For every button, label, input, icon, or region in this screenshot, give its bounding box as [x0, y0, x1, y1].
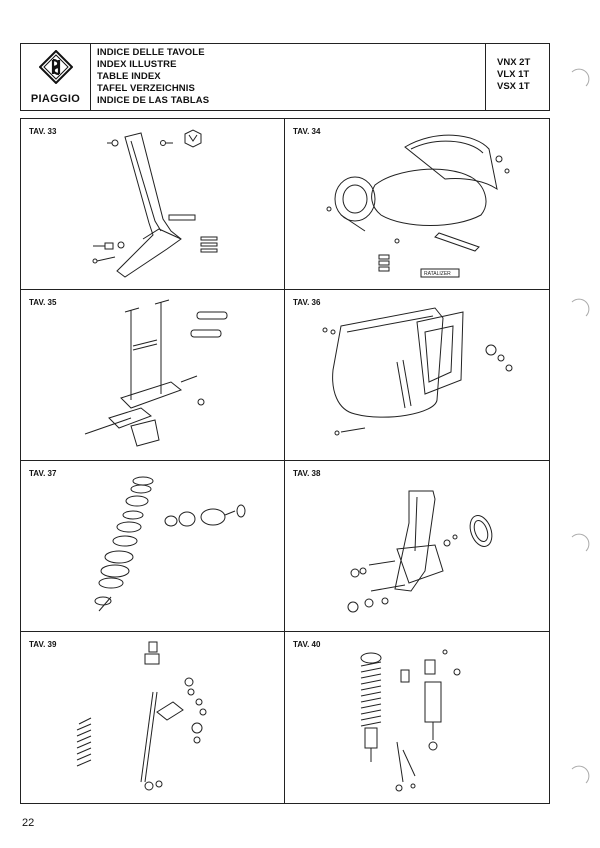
model-code: VLX 1T	[497, 69, 530, 80]
shock-absorber-drawing	[360, 649, 461, 792]
plate-decal-text: RATALIZER	[424, 271, 451, 277]
side-cowl-drawing: RATALIZER	[326, 134, 510, 278]
binder-hole-icon	[571, 68, 590, 87]
plate-tav-33[interactable]: TAV. 33	[21, 119, 285, 290]
piaggio-logo-icon	[39, 50, 73, 84]
index-titles: INDICE DELLE TAVOLE INDEX ILLUSTRE TABLE…	[91, 44, 486, 110]
glove-box-drawing	[322, 307, 513, 436]
model-code: VSX 1T	[497, 81, 530, 92]
brand-logo: PIAGGIO	[21, 44, 91, 110]
binder-hole-icon	[571, 298, 590, 317]
title-italian: INDICE DELLE TAVOLE	[97, 47, 205, 58]
front-suspension-drawing	[76, 641, 207, 791]
plate-tav-35[interactable]: TAV. 35	[21, 290, 285, 461]
title-french: INDEX ILLUSTRE	[97, 59, 177, 70]
brand-name: PIAGGIO	[30, 93, 81, 105]
plate-label: TAV. 36	[293, 298, 321, 307]
model-code: VNX 2T	[497, 57, 531, 68]
index-header: PIAGGIO INDICE DELLE TAVOLE INDEX ILLUST…	[20, 43, 550, 111]
title-english: TABLE INDEX	[97, 71, 161, 82]
plate-tav-36[interactable]: TAV. 36	[285, 290, 549, 461]
plate-label: TAV. 37	[29, 469, 57, 478]
plate-tav-37[interactable]: TAV. 37	[21, 461, 285, 632]
plate-label: TAV. 40	[293, 640, 321, 649]
front-fork-drawing	[347, 490, 493, 613]
model-list: VNX 2T VLX 1T VSX 1T	[486, 44, 549, 110]
plate-label: TAV. 34	[293, 127, 321, 136]
plate-label: TAV. 39	[29, 640, 57, 649]
plate-tav-40[interactable]: TAV. 40	[285, 632, 549, 803]
plates-grid: TAV. 33 TAV. 34 RATALIZER	[20, 118, 550, 804]
plate-label: TAV. 35	[29, 298, 57, 307]
binder-hole-icon	[571, 765, 590, 784]
page-number: 22	[22, 817, 35, 829]
plate-tav-38[interactable]: TAV. 38	[285, 461, 549, 632]
binder-hole-icon	[571, 533, 590, 552]
title-spanish: INDICE DE LAS TABLAS	[97, 95, 210, 106]
plate-label: TAV. 33	[29, 127, 57, 136]
plate-label: TAV. 38	[293, 469, 321, 478]
plate-tav-34[interactable]: TAV. 34 RATALIZER	[285, 119, 549, 290]
steering-bearings-drawing	[94, 476, 246, 612]
legshield-drawing	[92, 129, 218, 278]
title-german: TAFEL VERZEICHNIS	[97, 83, 195, 94]
stand-drawing	[84, 299, 228, 447]
plate-tav-39[interactable]: TAV. 39	[21, 632, 285, 803]
